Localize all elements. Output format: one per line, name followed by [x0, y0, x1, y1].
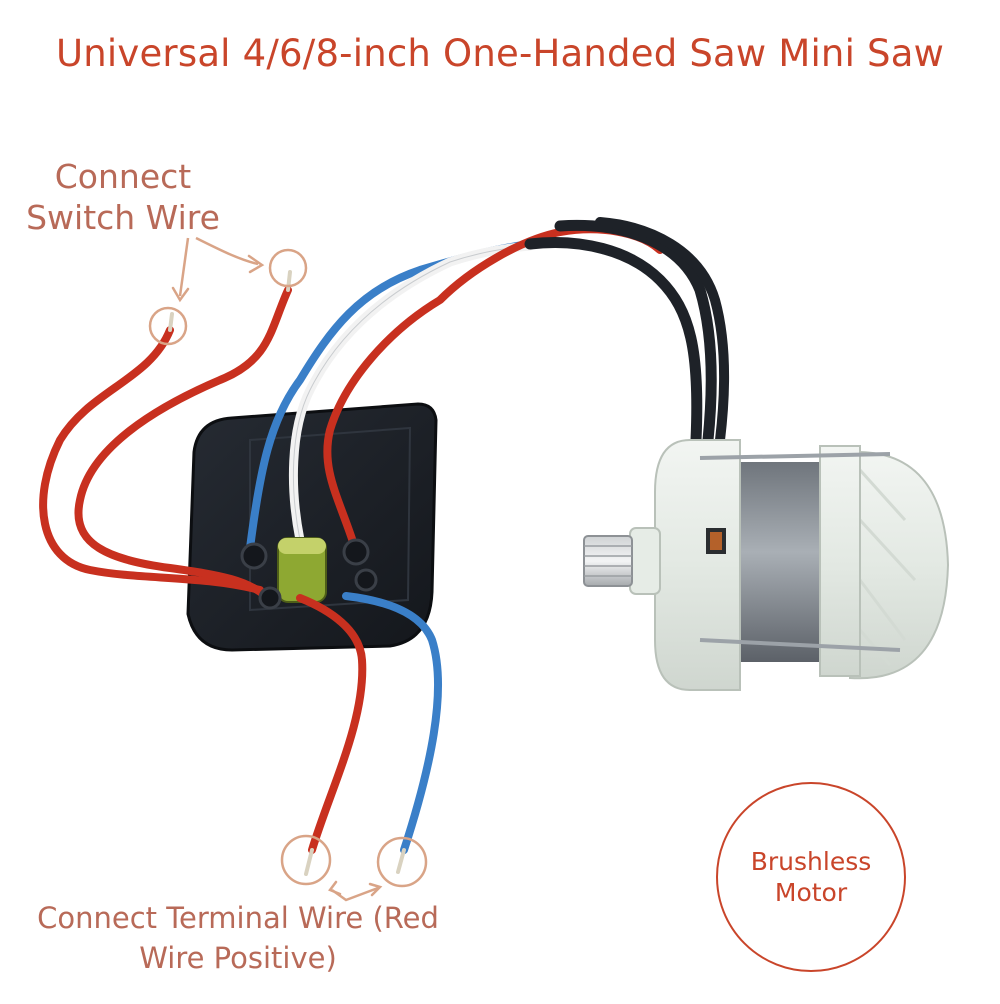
brushless-motor: [583, 439, 950, 691]
switch-wire-left: [39, 326, 264, 594]
motor-wire-black-3: [595, 217, 730, 445]
brushless-motor-badge: Brushless Motor: [716, 782, 906, 972]
switch-wire-right: [74, 286, 292, 604]
motor-wire-black-1: [524, 237, 703, 446]
switch-wire-callout: Connect Switch Wire: [26, 157, 220, 237]
terminal-wire-red: [296, 594, 367, 854]
badge-label: Brushless Motor: [750, 847, 872, 907]
switch-wire-callout-markers: [148, 236, 308, 346]
terminal-wire-callout-markers: [280, 834, 428, 902]
motor-wire-black-2: [554, 219, 717, 446]
terminal-wire-callout: Connect Terminal Wire (Red Wire Positive…: [37, 901, 439, 975]
page-title: Universal 4/6/8-inch One-Handed Saw Mini…: [55, 32, 945, 75]
terminal-wire-blue: [342, 592, 443, 854]
